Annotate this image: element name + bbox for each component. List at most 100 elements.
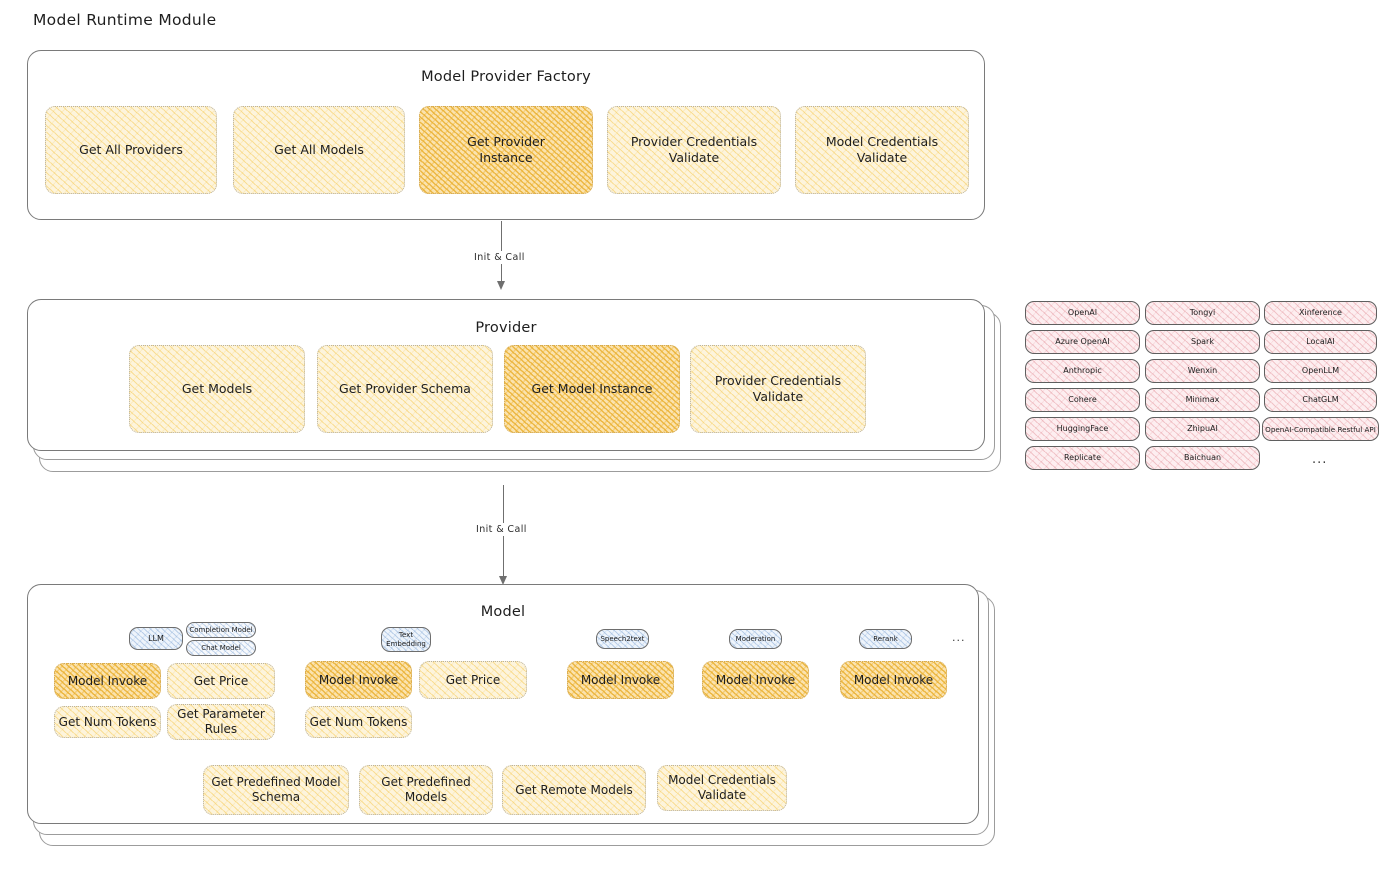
provider-list-label: Replicate [1063,453,1101,462]
provider-list-item-xinference[interactable]: Xinference [1264,301,1377,325]
provider-list-label: OpenAI [1067,308,1098,317]
model-method-llm-get-num-tokens[interactable]: Get Num Tokens [54,706,161,738]
node-label: Get Remote Models [515,782,633,797]
model-method-speech2text-model-invoke[interactable]: Model Invoke [567,661,674,699]
provider-list-label: Tongyi [1189,308,1216,317]
badge-label: LLM [148,633,164,643]
provider-list-item-baichuan[interactable]: Baichuan [1145,446,1260,470]
provider-title: Provider [475,320,537,336]
model-method-embedding-get-num-tokens[interactable]: Get Num Tokens [305,706,412,738]
badge-label: Moderation [735,634,776,643]
provider-list-item-openai-compatible-restful-api[interactable]: OpenAI-Compatible Restful API [1262,417,1379,441]
provider-list-item-tongyi[interactable]: Tongyi [1145,301,1260,325]
node-label: Get All Providers [79,142,183,158]
node-label: Model Invoke [67,673,148,688]
provider-list-item-azure-openai[interactable]: Azure OpenAI [1025,330,1140,354]
node-label: Provider Credentials Validate [630,134,758,165]
factory-node-get-provider-instance[interactable]: Get Provider Instance [419,106,593,194]
model-type-badge-llm[interactable]: LLM [129,627,183,650]
provider-list-label: LocalAI [1306,337,1335,346]
model-method-rerank-model-invoke[interactable]: Model Invoke [840,661,947,699]
badge-label: Text Embedding [386,630,426,648]
provider-list-item-spark[interactable]: Spark [1145,330,1260,354]
model-type-badge-rerank[interactable]: Rerank [859,629,912,649]
model-type-badge-moderation[interactable]: Moderation [729,629,782,649]
model-subtype-chat-model[interactable]: Chat Model [186,640,256,656]
provider-list-item-replicate[interactable]: Replicate [1025,446,1140,470]
provider-list-label: OpenLLM [1301,366,1340,375]
model-provider-factory-title: Model Provider Factory [421,69,591,85]
provider-list-label: Wenxin [1187,366,1218,375]
provider-list-label: ChatGLM [1302,395,1339,404]
provider-list-item-anthropic[interactable]: Anthropic [1025,359,1140,383]
arrow-factory-to-provider-head [497,281,505,290]
model-type-badge-speech2text[interactable]: Speech2text [596,629,649,649]
model-method-llm-get-parameter-rules[interactable]: Get Parameter Rules [167,704,275,740]
factory-node-provider-credentials-validate[interactable]: Provider Credentials Validate [607,106,781,194]
node-label: Get Price [193,673,249,688]
node-label: Model Credentials Validate [668,773,776,802]
model-method-llm-get-price[interactable]: Get Price [167,663,275,699]
provider-list-item-chatglm[interactable]: ChatGLM [1264,388,1377,412]
factory-node-model-credentials-validate[interactable]: Model Credentials Validate [795,106,969,194]
provider-list-label: Anthropic [1063,366,1102,375]
model-shared-model-credentials-validate[interactable]: Model Credentials Validate [657,765,787,811]
provider-list-more: ... [1312,452,1328,467]
node-label: Get Predefined Models [381,775,471,804]
model-shared-get-predefined-models[interactable]: Get Predefined Models [359,765,493,815]
factory-node-get-all-models[interactable]: Get All Models [233,106,405,194]
provider-list-label: Spark [1191,337,1214,346]
provider-list-label: Cohere [1068,395,1097,404]
node-label: Get Provider Instance [467,134,545,165]
model-shared-get-remote-models[interactable]: Get Remote Models [502,765,646,815]
model-method-embedding-model-invoke[interactable]: Model Invoke [305,661,412,699]
node-label: Get Predefined Model Schema [211,775,341,804]
provider-list-item-localai[interactable]: LocalAI [1264,330,1377,354]
model-types-more: ... [952,631,966,644]
provider-list-item-cohere[interactable]: Cohere [1025,388,1140,412]
node-label: Get All Models [274,142,364,158]
provider-list-label: Azure OpenAI [1055,337,1110,346]
provider-node-get-model-instance[interactable]: Get Model Instance [504,345,680,433]
provider-node-get-models[interactable]: Get Models [129,345,305,433]
provider-node-provider-credentials-validate[interactable]: Provider Credentials Validate [690,345,866,433]
node-label: Get Price [445,672,501,687]
provider-list-item-wenxin[interactable]: Wenxin [1145,359,1260,383]
arrow-provider-to-model-head [499,576,507,585]
provider-list-label: Minimax [1185,395,1220,404]
node-label: Get Models [181,381,253,397]
provider-list-item-zhipuai[interactable]: ZhipuAI [1145,417,1260,441]
node-label: Model Invoke [715,672,796,687]
provider-list-item-openllm[interactable]: OpenLLM [1264,359,1377,383]
node-label: Provider Credentials Validate [714,373,842,404]
node-label: Get Num Tokens [309,714,408,729]
model-subtype-completion-model[interactable]: Completion Model [186,622,256,638]
provider-list-label: HuggingFace [1056,424,1109,433]
model-shared-get-predefined-model-schema[interactable]: Get Predefined Model Schema [203,765,349,815]
model-method-embedding-get-price[interactable]: Get Price [419,661,527,699]
provider-list-item-huggingface[interactable]: HuggingFace [1025,417,1140,441]
provider-list-item-minimax[interactable]: Minimax [1145,388,1260,412]
badge-label: Speech2text [600,634,645,643]
model-method-moderation-model-invoke[interactable]: Model Invoke [702,661,809,699]
model-type-badge-text-embedding[interactable]: Text Embedding [381,627,431,652]
provider-node-get-provider-schema[interactable]: Get Provider Schema [317,345,493,433]
node-label: Model Invoke [853,672,934,687]
page-title: Model Runtime Module [33,11,217,29]
provider-list-item-openai[interactable]: OpenAI [1025,301,1140,325]
provider-list-label: OpenAI-Compatible Restful API [1265,424,1376,434]
model-method-llm-model-invoke[interactable]: Model Invoke [54,663,161,699]
provider-list-label: ZhipuAI [1187,424,1218,433]
node-label: Get Parameter Rules [177,707,265,736]
provider-list-label: Xinference [1299,308,1342,317]
node-label: Get Model Instance [531,381,653,397]
factory-node-get-all-providers[interactable]: Get All Providers [45,106,217,194]
node-label: Model Invoke [318,672,399,687]
provider-list-label: Baichuan [1183,453,1222,462]
arrow-factory-to-provider-label: Init & Call [471,251,528,264]
badge-label: Chat Model [201,643,241,652]
badge-label: Completion Model [189,625,253,634]
node-label: Model Invoke [580,672,661,687]
node-label: Get Provider Schema [339,381,471,397]
